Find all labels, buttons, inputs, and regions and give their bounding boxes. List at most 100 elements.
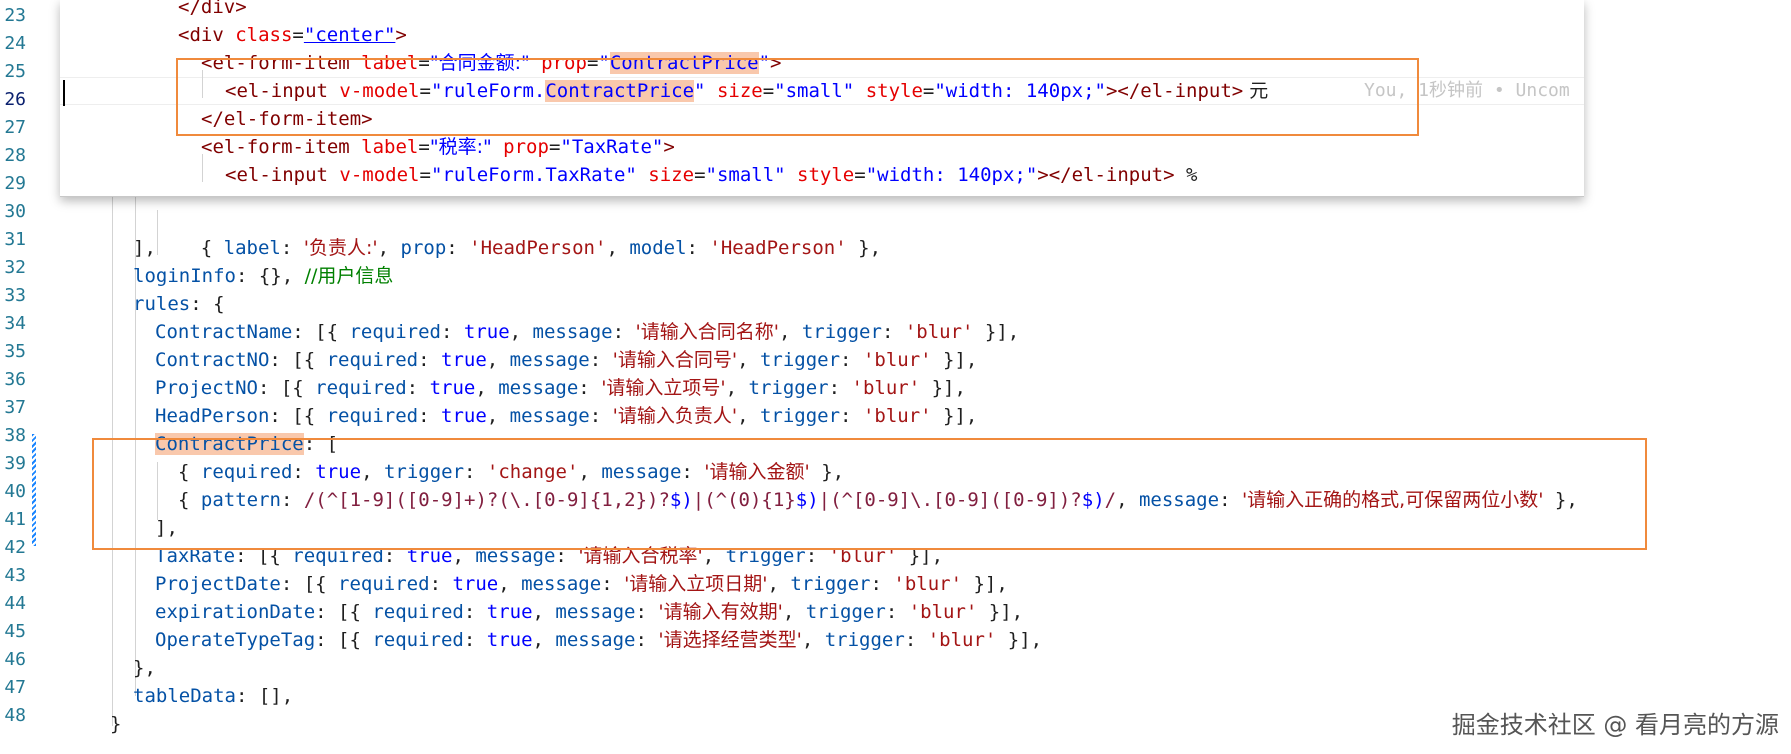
token: :	[870, 573, 894, 595]
token: true	[463, 321, 510, 343]
line-number: 46	[4, 649, 26, 670]
token: prop	[541, 52, 587, 74]
token: :	[464, 461, 487, 483]
token: {	[178, 489, 201, 511]
code-line-47: tableData: [],	[0, 682, 1791, 710]
token: :	[418, 405, 441, 427]
token: ,	[486, 349, 510, 371]
code-line-39: { required: true, trigger: 'change', mes…	[0, 458, 1791, 486]
token: ,	[725, 377, 749, 399]
line-number: 37	[4, 397, 26, 418]
indent-guide	[135, 196, 136, 696]
token: :	[681, 461, 705, 483]
line-number: 32	[4, 257, 26, 278]
code-line-40: { pattern: /(^[1-9]([0-9]+)?(\.[0-9]{1,2…	[0, 486, 1791, 514]
code-line-31: ],	[0, 234, 1791, 262]
token: },	[846, 237, 882, 259]
sticky-scroll-panel[interactable]: </div> <div class="center"> <el-form-ite…	[60, 0, 1584, 197]
code-line-43: ProjectDate: [{ required: true, message:…	[0, 570, 1791, 598]
token: "税率:"	[429, 136, 492, 158]
token: :	[292, 461, 316, 483]
line-number: 31	[4, 229, 26, 250]
line-number: 28	[4, 145, 26, 166]
code-line-42: TaxRate: [{ required: true, message: '请输…	[0, 542, 1791, 570]
token: |(^[0-9]\.[0-9]([0-9])?	[818, 489, 1082, 511]
token: trigger	[805, 601, 886, 623]
token: TaxRate	[155, 545, 236, 567]
token: required	[292, 545, 384, 567]
token: }],	[996, 629, 1043, 651]
token: 'HeadPerson'	[709, 237, 847, 259]
token: }],	[897, 545, 944, 567]
token: :	[635, 601, 659, 623]
token: required	[326, 405, 419, 427]
token: : [],	[235, 685, 294, 707]
token: :	[805, 545, 829, 567]
token: =	[586, 52, 599, 74]
git-blame-annotation: You, 1秒钟前 • Uncom	[1364, 80, 1570, 101]
token: required	[200, 461, 293, 483]
token: :	[418, 349, 441, 371]
line-number: 47	[4, 677, 26, 698]
line-number: 25	[4, 61, 26, 82]
token: :	[1219, 489, 1242, 511]
token: : [{	[280, 573, 339, 595]
token: true	[315, 461, 362, 483]
token: required	[338, 573, 430, 595]
token: :	[463, 629, 487, 651]
token: 'blur'	[908, 601, 978, 623]
line-number: 29	[4, 173, 26, 194]
token: required	[315, 377, 407, 399]
token: true	[441, 405, 487, 427]
token: %	[1174, 164, 1198, 186]
line-number: 34	[4, 313, 26, 334]
token: label	[223, 237, 281, 259]
line-number: 43	[4, 565, 26, 586]
token: prop	[400, 237, 447, 259]
text-cursor	[63, 80, 65, 106]
token: "small"	[774, 80, 855, 102]
token: >	[395, 24, 407, 46]
token: :	[601, 573, 625, 595]
token: {	[200, 237, 224, 259]
token: : [	[303, 433, 339, 455]
token: message	[509, 405, 590, 427]
token: ,	[702, 545, 726, 567]
token: :	[589, 405, 613, 427]
token: }],	[977, 601, 1024, 623]
token: trigger	[790, 573, 871, 595]
token: ,	[737, 405, 760, 427]
token: class	[235, 24, 293, 46]
token: <el-input	[225, 164, 328, 186]
code-line-45: OperateTypeTag: [{ required: true, messa…	[0, 626, 1791, 654]
token: v-model	[339, 80, 420, 102]
token: "width: 140px;"	[865, 164, 1038, 186]
token: trigger	[824, 629, 905, 651]
token: =	[922, 80, 935, 102]
token: ,	[778, 321, 802, 343]
token: $)	[795, 489, 819, 511]
token: required	[372, 601, 464, 623]
line-number: 23	[4, 5, 26, 26]
code-line-33: rules: {	[0, 290, 1791, 318]
token: }],	[962, 573, 1008, 595]
token: ></el-input>	[1037, 164, 1175, 186]
current-line-highlight	[60, 77, 1584, 105]
token: trigger	[383, 461, 465, 483]
code-line-27: </el-form-item>	[60, 105, 1584, 133]
token: '请输入合税率'	[578, 545, 703, 567]
token: =	[419, 164, 431, 186]
line-number: 33	[4, 285, 26, 306]
indent-guide	[202, 154, 203, 182]
token: ContractPrice	[609, 52, 759, 74]
token: <el-form-item	[201, 136, 350, 158]
token: ProjectDate	[155, 573, 281, 595]
token: }],	[920, 377, 966, 399]
token: :	[578, 377, 602, 399]
line-number: 48	[4, 705, 26, 726]
token: :	[635, 629, 659, 651]
token: {	[178, 461, 201, 483]
token: ,	[509, 321, 533, 343]
token: prop	[503, 136, 549, 158]
